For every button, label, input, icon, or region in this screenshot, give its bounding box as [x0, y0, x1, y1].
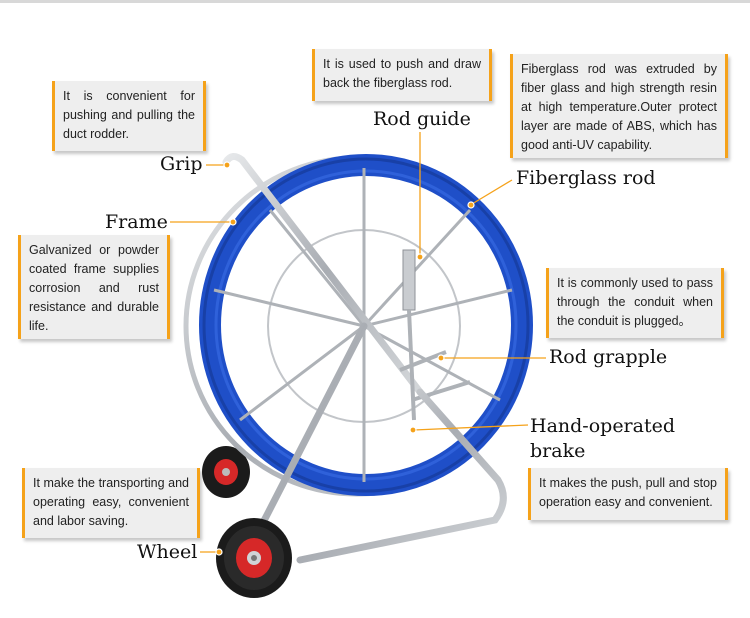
grip-handle: [222, 153, 424, 396]
brake-label-line2: brake: [530, 440, 586, 462]
wheel-label: Wheel: [137, 541, 198, 563]
reel-spokes: [213, 168, 513, 482]
rod-guide-description: It is used to push and draw back the fib…: [312, 49, 492, 101]
rod-grapple-label: Rod grapple: [549, 346, 668, 368]
rod-guide-part: [402, 249, 416, 421]
fiberglass-rod-label: Fiberglass rod: [516, 167, 656, 189]
fiberglass-coil: [199, 154, 533, 496]
brake-label-line1: Hand-operated: [530, 415, 676, 437]
leader-lines: [170, 132, 546, 556]
top-divider: [0, 0, 750, 3]
frame-label: Frame: [105, 211, 168, 233]
frame-description: Galvanized or powder coated frame suppli…: [18, 235, 170, 339]
brake-description: It makes the push, pull and stop operati…: [528, 468, 728, 520]
back-wheel: [202, 446, 250, 498]
front-wheel: [216, 518, 292, 598]
rod-grapple-description: It is commonly used to pass through the …: [546, 268, 724, 338]
wheel-description: It make the transporting and operating e…: [22, 468, 200, 538]
stand-frame: [246, 322, 507, 564]
fiberglass-rod-description: Fiberglass rod was extruded by fiber gla…: [510, 54, 728, 158]
grip-description: It is convenient for pushing and pulling…: [52, 81, 206, 151]
grip-label: Grip: [160, 153, 203, 175]
rod-guide-label: Rod guide: [373, 108, 471, 130]
